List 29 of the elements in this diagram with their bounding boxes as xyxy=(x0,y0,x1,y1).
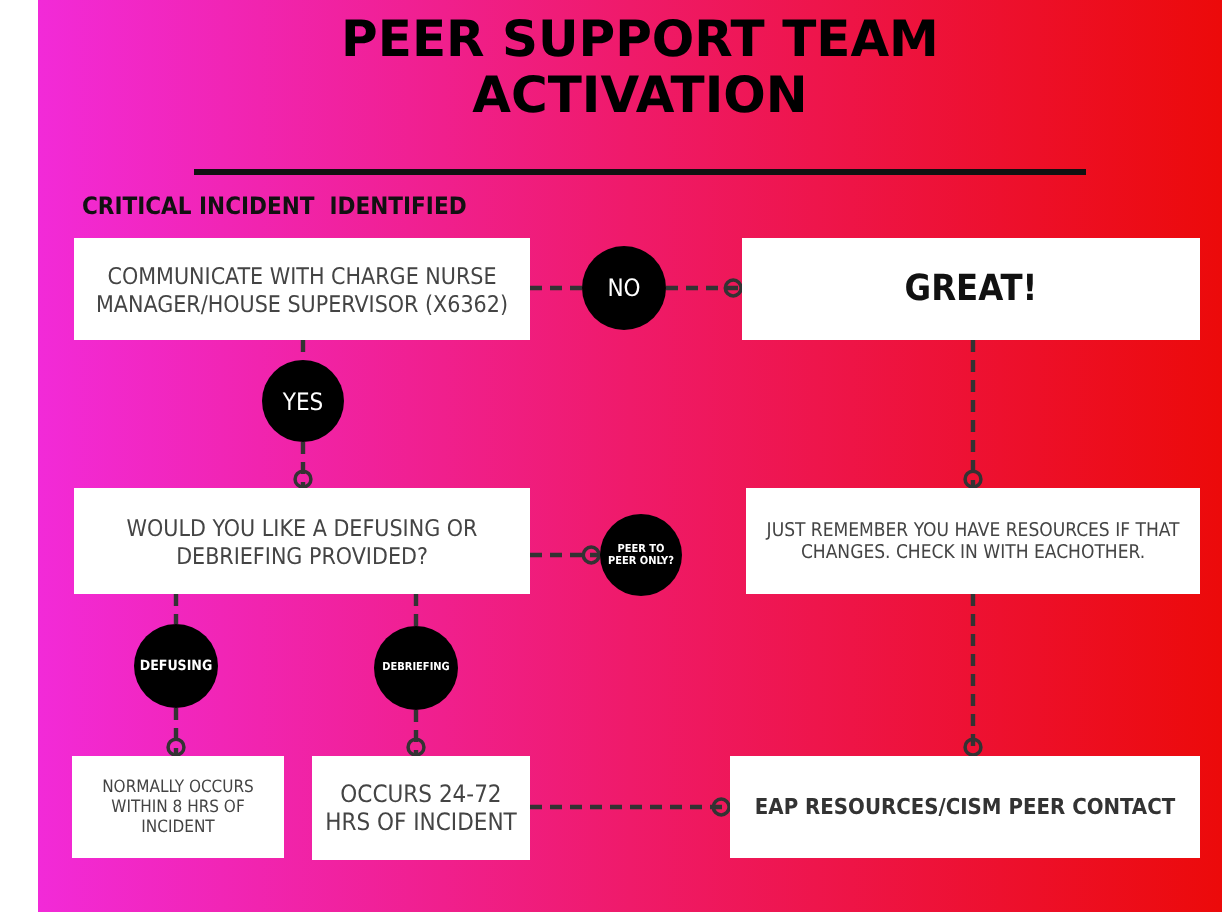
connector xyxy=(530,797,731,817)
node-text: COMMUNICATE WITH CHARGE NURSE MANAGER/HOUSE SUPERVISOR (X6362) xyxy=(93,261,510,317)
connector xyxy=(173,594,179,624)
node-text: WOULD YOU LIKE A DEFUSING OR DEBRIEFING PROVIDED? xyxy=(124,513,480,569)
connector xyxy=(413,594,419,626)
node-text: GREAT! xyxy=(904,268,1038,310)
connector xyxy=(530,285,582,291)
connector xyxy=(406,710,426,757)
node-text: NO xyxy=(607,274,641,302)
node-text: EAP RESOURCES/CISM PEER CONTACT xyxy=(754,794,1176,820)
process-box xyxy=(742,238,1200,340)
connector xyxy=(963,340,983,489)
connector xyxy=(166,708,186,757)
process-box xyxy=(746,488,1200,594)
process-box xyxy=(312,756,530,860)
node-text: YES xyxy=(282,387,324,415)
node-text: JUST REMEMBER YOU HAVE RESOURCES IF THAT CHANGES. CHECK IN WITH EACHOTHER. xyxy=(763,519,1182,563)
connector xyxy=(530,545,601,565)
node-text: OCCURS 24-72 HRS OF INCIDENT xyxy=(324,780,518,836)
process-box xyxy=(74,238,530,340)
title: PEER SUPPORT TEAM ACTIVATION xyxy=(339,12,941,124)
process-box xyxy=(72,756,284,858)
process-box xyxy=(730,756,1200,858)
process-box xyxy=(74,488,530,594)
section-heading: CRITICAL INCIDENT IDENTIFIED xyxy=(82,192,467,220)
connector xyxy=(293,442,313,489)
connector xyxy=(666,278,743,298)
connector xyxy=(963,594,983,757)
node-text: NORMALLY OCCURS WITHIN 8 HRS OF INCIDENT xyxy=(100,777,256,837)
